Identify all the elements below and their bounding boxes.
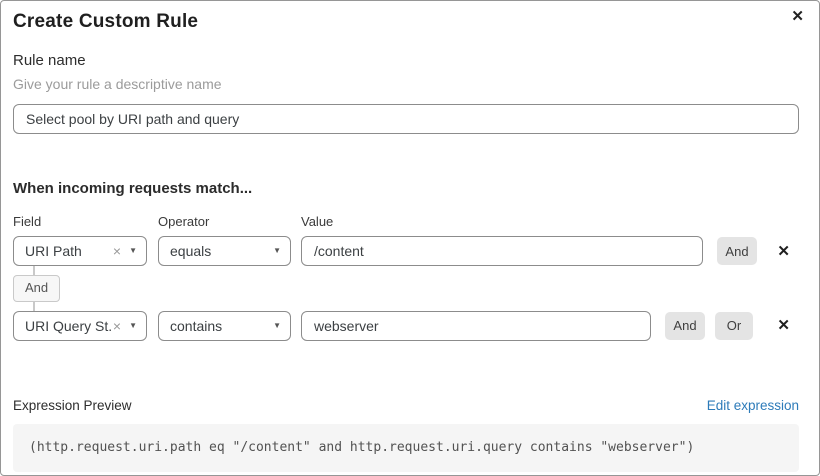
operator-select[interactable]: equals ▼ [158,236,291,266]
operator-select-value: contains [170,317,223,334]
clear-icon[interactable]: × [112,243,122,259]
condition-row: URI Query St... × ▼ contains ▼ And Or ✕ [13,310,799,341]
chevron-down-icon: ▼ [273,320,281,330]
expression-preview-header: Expression Preview Edit expression [13,398,799,413]
expression-preview-label: Expression Preview [13,397,132,413]
condition-column-labels: Field Operator Value [13,214,798,229]
add-or-condition-button[interactable]: Or [715,311,753,340]
operator-select-value: equals [170,243,212,259]
expression-preview-code: (http.request.uri.path eq "/content" and… [13,423,799,472]
edit-expression-link[interactable]: Edit expression [706,397,799,413]
add-and-condition-button[interactable]: And [665,311,705,340]
value-column-label: Value [301,214,334,229]
clear-icon[interactable]: × [112,317,122,334]
page-title: Create Custom Rule [13,11,199,32]
joiner-and-badge[interactable]: And [13,275,61,302]
chevron-down-icon: ▼ [129,246,137,255]
condition-joiner: And [13,266,798,311]
close-icon[interactable]: ✕ [791,8,804,25]
field-select[interactable]: URI Path × ▼ [13,236,147,266]
chevron-down-icon: ▼ [129,320,137,330]
remove-condition-icon[interactable]: ✕ [777,242,790,260]
rule-name-helper: Give your rule a descriptive name [13,76,222,92]
value-input[interactable] [301,310,651,341]
chevron-down-icon: ▼ [273,246,281,255]
operator-column-label: Operator [158,214,210,229]
add-and-condition-button[interactable]: And [717,237,757,265]
remove-condition-icon[interactable]: ✕ [777,317,790,335]
condition-row: URI Path × ▼ equals ▼ And ✕ [13,236,799,266]
joiner-connector-line [33,266,35,275]
match-section-heading: When incoming requests match... [13,180,253,197]
rule-name-input[interactable] [13,104,799,134]
field-column-label: Field [13,214,42,229]
operator-select[interactable]: contains ▼ [158,310,291,341]
field-select-value: URI Path [25,243,82,259]
value-input[interactable] [301,236,703,266]
field-select-value: URI Query St... [25,317,113,334]
rule-name-label: Rule name [13,52,86,69]
field-select[interactable]: URI Query St... × ▼ [13,310,147,341]
joiner-connector-line [33,301,35,311]
